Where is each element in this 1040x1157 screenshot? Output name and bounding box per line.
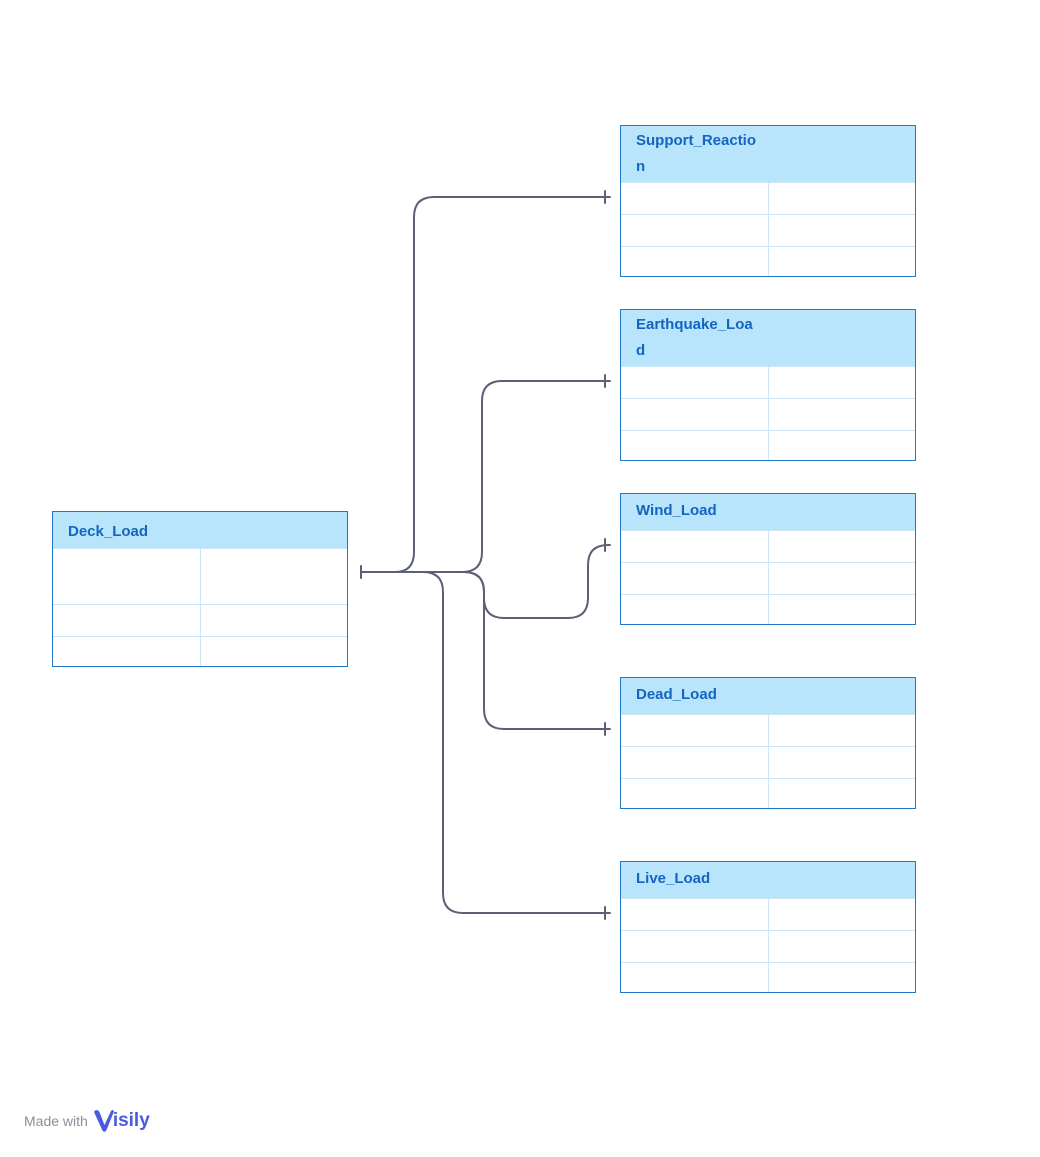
cell — [767, 747, 916, 778]
connector-live-load — [422, 571, 611, 914]
cell — [621, 367, 768, 398]
cell — [767, 899, 916, 930]
entity-header: Live_Load — [621, 862, 915, 898]
cell — [621, 595, 768, 624]
cell — [767, 931, 916, 962]
cell — [767, 183, 916, 214]
cell — [767, 367, 916, 398]
entity-row — [621, 714, 915, 746]
cell — [621, 931, 768, 962]
cell — [621, 563, 768, 594]
cell — [767, 963, 916, 992]
entity-deck-load[interactable]: Deck_Load — [52, 511, 348, 667]
entity-row — [621, 398, 915, 430]
cell — [621, 899, 768, 930]
entity-title: Earthquake_L​oad — [636, 316, 753, 359]
cell — [767, 399, 916, 430]
cell — [767, 595, 916, 624]
entity-row — [621, 962, 915, 992]
cell — [621, 715, 768, 746]
visily-v-icon — [93, 1110, 114, 1132]
cell — [621, 431, 768, 460]
cell — [53, 637, 200, 666]
cell — [621, 247, 768, 276]
entity-row — [621, 530, 915, 562]
cell — [621, 747, 768, 778]
entity-title: Support_React​ion — [636, 132, 757, 175]
entity-row — [53, 636, 347, 666]
entity-row — [621, 930, 915, 962]
entity-header: Wind_Load — [621, 494, 915, 530]
entity-row — [621, 594, 915, 624]
entity-wind-load[interactable]: Wind_Load — [620, 493, 916, 625]
visily-wordmark: isily — [112, 1110, 150, 1131]
cell — [767, 247, 916, 276]
entity-title: Live_Load — [636, 870, 711, 887]
cell — [199, 605, 348, 636]
entity-header: Earthquake_L​oad — [621, 310, 915, 366]
entity-support-reaction[interactable]: Support_React​ion — [620, 125, 916, 277]
cell — [199, 549, 348, 604]
entity-earthquake-load[interactable]: Earthquake_L​oad — [620, 309, 916, 461]
entity-live-load[interactable]: Live_Load — [620, 861, 916, 993]
made-with-footer[interactable]: Made with isily — [24, 1108, 150, 1134]
cell — [621, 531, 768, 562]
connector-wind-load — [463, 544, 611, 619]
entity-row — [621, 898, 915, 930]
entity-row — [621, 562, 915, 594]
cell — [53, 605, 200, 636]
visily-logo: isily — [92, 1108, 150, 1134]
cell — [767, 779, 916, 808]
entity-title: Wind_Load — [636, 502, 717, 519]
entity-header: Support_React​ion — [621, 126, 915, 182]
cell — [767, 431, 916, 460]
entity-title: Dead_Load — [636, 686, 717, 703]
cell — [53, 549, 200, 604]
cell — [621, 183, 768, 214]
entity-row — [53, 548, 347, 604]
entity-title: Deck_Load — [68, 523, 149, 540]
entity-row — [621, 430, 915, 460]
cell — [621, 399, 768, 430]
cell — [199, 637, 348, 666]
connector-earthquake-load — [461, 380, 611, 573]
entity-header: Dead_Load — [621, 678, 915, 714]
entity-row — [621, 182, 915, 214]
entity-row — [621, 778, 915, 808]
cell — [621, 779, 768, 808]
entity-row — [53, 604, 347, 636]
connector-support-reaction — [394, 196, 611, 573]
entity-header: Deck_Load — [53, 512, 347, 548]
entity-dead-load[interactable]: Dead_Load — [620, 677, 916, 809]
cell — [767, 531, 916, 562]
cell — [621, 215, 768, 246]
entity-row — [621, 246, 915, 276]
cell — [621, 963, 768, 992]
entity-row — [621, 366, 915, 398]
connector-dead-load — [463, 571, 611, 730]
made-with-text: Made with — [24, 1113, 88, 1129]
cell — [767, 715, 916, 746]
cell — [767, 563, 916, 594]
entity-row — [621, 746, 915, 778]
cell — [767, 215, 916, 246]
entity-row — [621, 214, 915, 246]
